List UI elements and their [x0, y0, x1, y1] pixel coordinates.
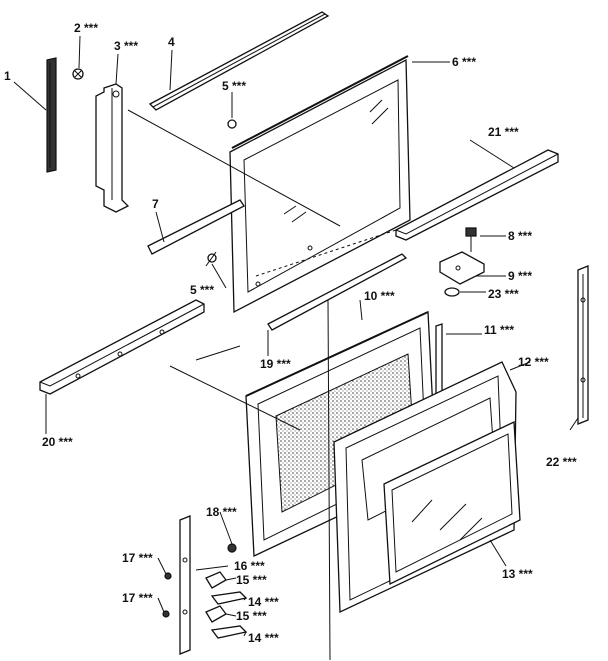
- part-23-washer: [444, 287, 460, 297]
- label-part-4: 4: [168, 35, 175, 49]
- part-2-screw: [72, 68, 84, 80]
- label-part-5-upper: 5 ***: [222, 79, 246, 93]
- label-part-23: 23 ***: [488, 287, 519, 301]
- label-part-21: 21 ***: [488, 125, 519, 139]
- part-22-side-rail: [577, 265, 589, 425]
- part-19-strip: [267, 253, 408, 331]
- part-1-trim-strip: [46, 57, 57, 173]
- label-part-2: 2 ***: [74, 21, 98, 35]
- part-4-top-rail: [148, 11, 330, 111]
- part-5-screw-upper: [227, 119, 237, 129]
- label-part-15-lower: 15 ***: [236, 609, 267, 623]
- part-8-screw: [465, 227, 477, 252]
- part-15-hinge-upper: [205, 571, 227, 589]
- label-part-11: 11 ***: [484, 323, 514, 337]
- part-21-right-rail: [395, 149, 559, 241]
- part-13-glass-panel: [383, 420, 521, 586]
- label-part-1: 1: [4, 69, 11, 83]
- leader-lines: [13, 35, 579, 661]
- label-part-9: 9 ***: [508, 269, 532, 283]
- label-part-16: 16 ***: [234, 559, 265, 573]
- part-5-screw-lower: [205, 251, 217, 267]
- part-6-inner-frame: [229, 55, 411, 314]
- label-part-3: 3 ***: [114, 39, 138, 53]
- part-20-left-rail: [39, 299, 205, 395]
- label-part-5-lower: 5 ***: [190, 283, 214, 297]
- part-16-hinge-strip: [179, 515, 191, 655]
- label-part-8: 8 ***: [508, 229, 532, 243]
- label-part-6: 6 ***: [452, 55, 476, 69]
- label-part-18: 18 ***: [206, 505, 237, 519]
- label-part-19: 19 ***: [260, 357, 291, 371]
- label-part-15-upper: 15 ***: [236, 573, 267, 587]
- label-part-13: 13 ***: [502, 567, 533, 581]
- label-part-20: 20 ***: [42, 435, 73, 449]
- part-14-hinge-arm-lower: [210, 625, 248, 639]
- part-15-hinge-lower: [205, 605, 227, 623]
- label-part-14-lower: 14 ***: [248, 631, 279, 645]
- part-9-hinge-plate: [439, 251, 485, 285]
- part-17-screw-lower: [162, 610, 170, 618]
- part-17-screw-upper: [164, 572, 172, 580]
- part-18-screw: [227, 543, 237, 553]
- label-part-7: 7: [152, 197, 159, 211]
- label-part-17-lower: 17 ***: [122, 591, 153, 605]
- label-part-12: 12 ***: [518, 355, 549, 369]
- label-part-14-upper: 14 ***: [248, 595, 279, 609]
- label-part-22: 22 ***: [546, 455, 577, 469]
- label-part-10: 10 ***: [364, 289, 395, 303]
- part-7-lower-strip: [147, 199, 245, 255]
- label-part-17-upper: 17 ***: [122, 551, 153, 565]
- part-3-bracket: [95, 83, 130, 213]
- part-14-hinge-arm-upper: [210, 591, 248, 605]
